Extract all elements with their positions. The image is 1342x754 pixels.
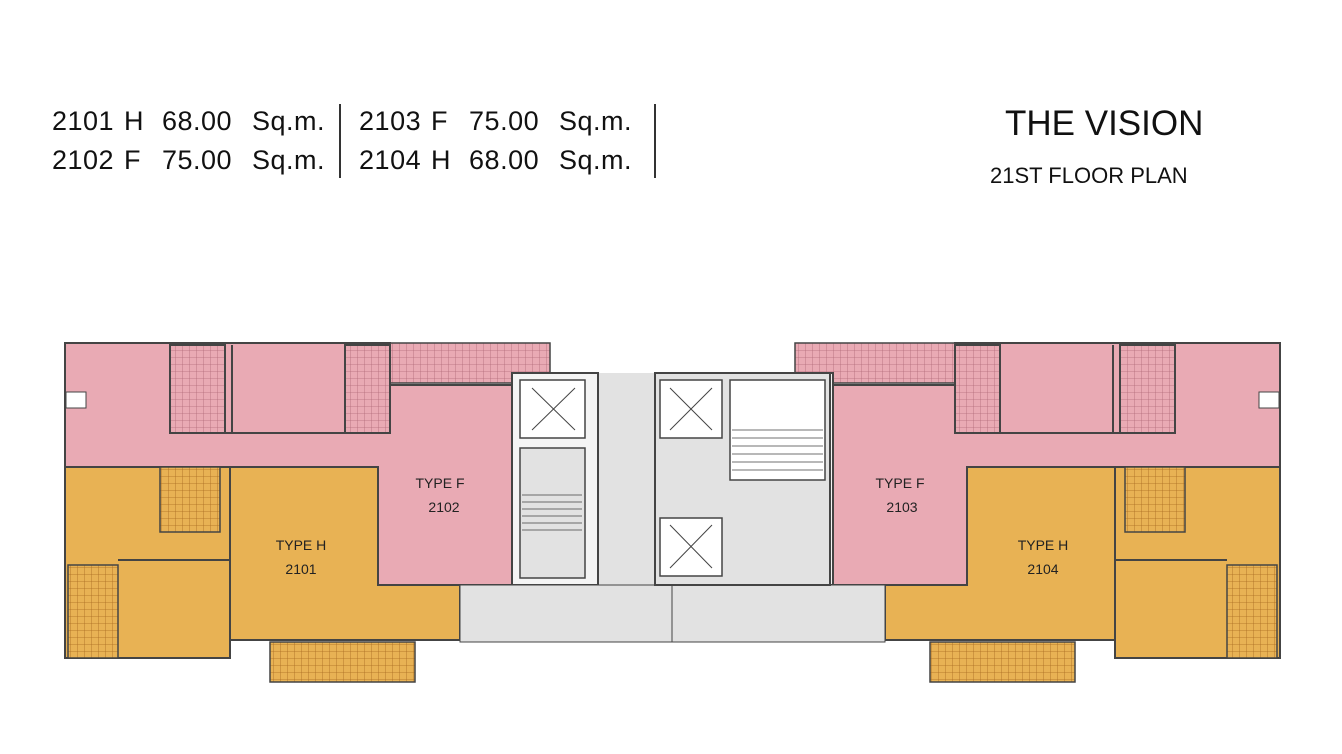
room-type-label: TYPE H [276, 537, 327, 553]
area-unit: Sq.m. [252, 145, 326, 175]
room-unit-label: 2104 [1027, 561, 1058, 577]
area-unit: Sq.m. [559, 145, 633, 175]
unit-type: F [124, 145, 141, 175]
floor-plan-subtitle: 21ST FLOOR PLAN [990, 163, 1188, 188]
room-type-label: TYPE H [1018, 537, 1069, 553]
room-unit-label: 2103 [886, 499, 917, 515]
room-unit-label: 2101 [285, 561, 316, 577]
area-unit: Sq.m. [252, 106, 326, 136]
room-unit-label: 2102 [428, 499, 459, 515]
unit-type: H [431, 145, 452, 175]
unit-type: H [124, 106, 144, 136]
unit-area: 75.00 [162, 145, 233, 175]
room-type-label: TYPE F [875, 475, 924, 491]
project-title: THE VISION [1005, 104, 1204, 143]
unit-row-2103: 2103 F 75.00 Sq.m. [359, 104, 632, 139]
unit-number: 2104 [359, 145, 422, 175]
unit-number: 2101 [52, 106, 115, 136]
unit-number: 2102 [52, 145, 115, 175]
area-unit: Sq.m. [559, 106, 633, 136]
unit-area: 68.00 [162, 106, 233, 136]
west-wing [64, 342, 674, 683]
unit-number: 2103 [359, 106, 422, 136]
unit-area: 68.00 [469, 145, 540, 175]
unit-row-2104: 2104 H 68.00 Sq.m. [359, 143, 632, 178]
unit-area: 75.00 [469, 106, 540, 136]
unit-row-2101: 2101 H 68.00 Sq.m. [52, 104, 325, 139]
elevator [659, 517, 723, 577]
unit-row-2102: 2102 F 75.00 Sq.m. [52, 143, 325, 178]
room-type-label: TYPE F [415, 475, 464, 491]
unit-type: F [431, 106, 449, 136]
